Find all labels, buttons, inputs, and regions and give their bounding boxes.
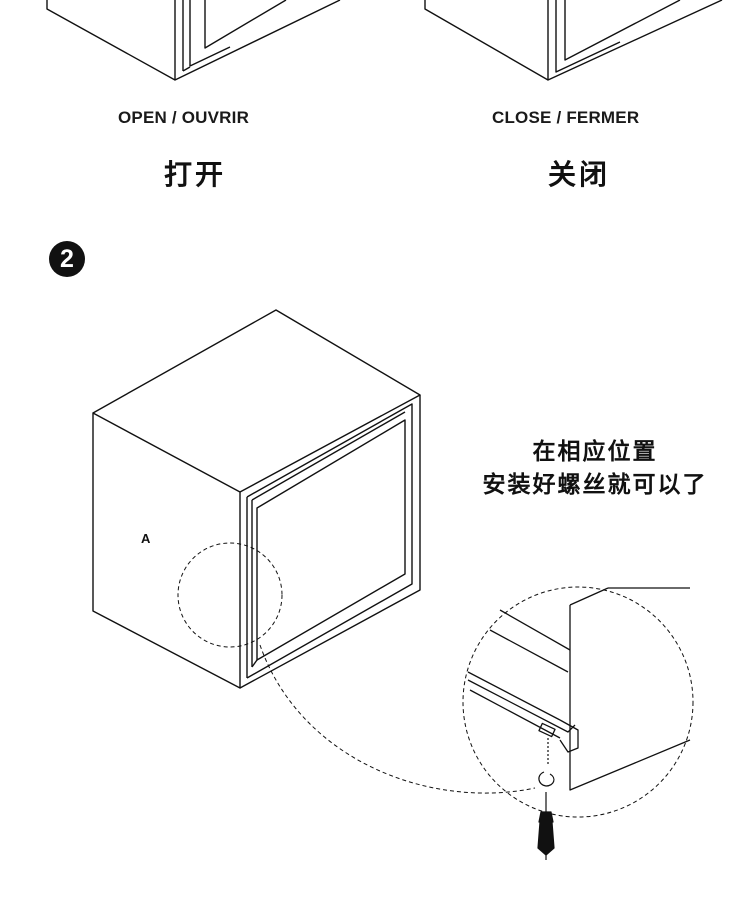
detail-panel [467,587,691,791]
part-label-a: A [141,531,151,546]
close-label-en: CLOSE / FERMER [492,108,640,127]
open-label-cn: 打开 [164,158,227,191]
instruction-line-1: 在相应位置 [532,439,658,465]
screwdriver-handle-fill [538,812,554,855]
close-cabinet-fragment [424,0,723,81]
instruction-line-2: 安装好螺丝就可以了 [482,472,708,498]
step-number-badge: 2 [49,241,85,277]
open-label-en: OPEN / OUVRIR [118,108,250,127]
leader-line-lower [259,644,536,794]
open-cabinet-fragment [46,0,341,81]
main-cabinet [92,309,421,689]
detail-circle-small [177,542,283,648]
close-label-cn: 关闭 [548,158,611,191]
instruction-text: 在相应位置 安装好螺丝就可以了 [455,436,735,502]
detail-circle-large [462,586,694,818]
